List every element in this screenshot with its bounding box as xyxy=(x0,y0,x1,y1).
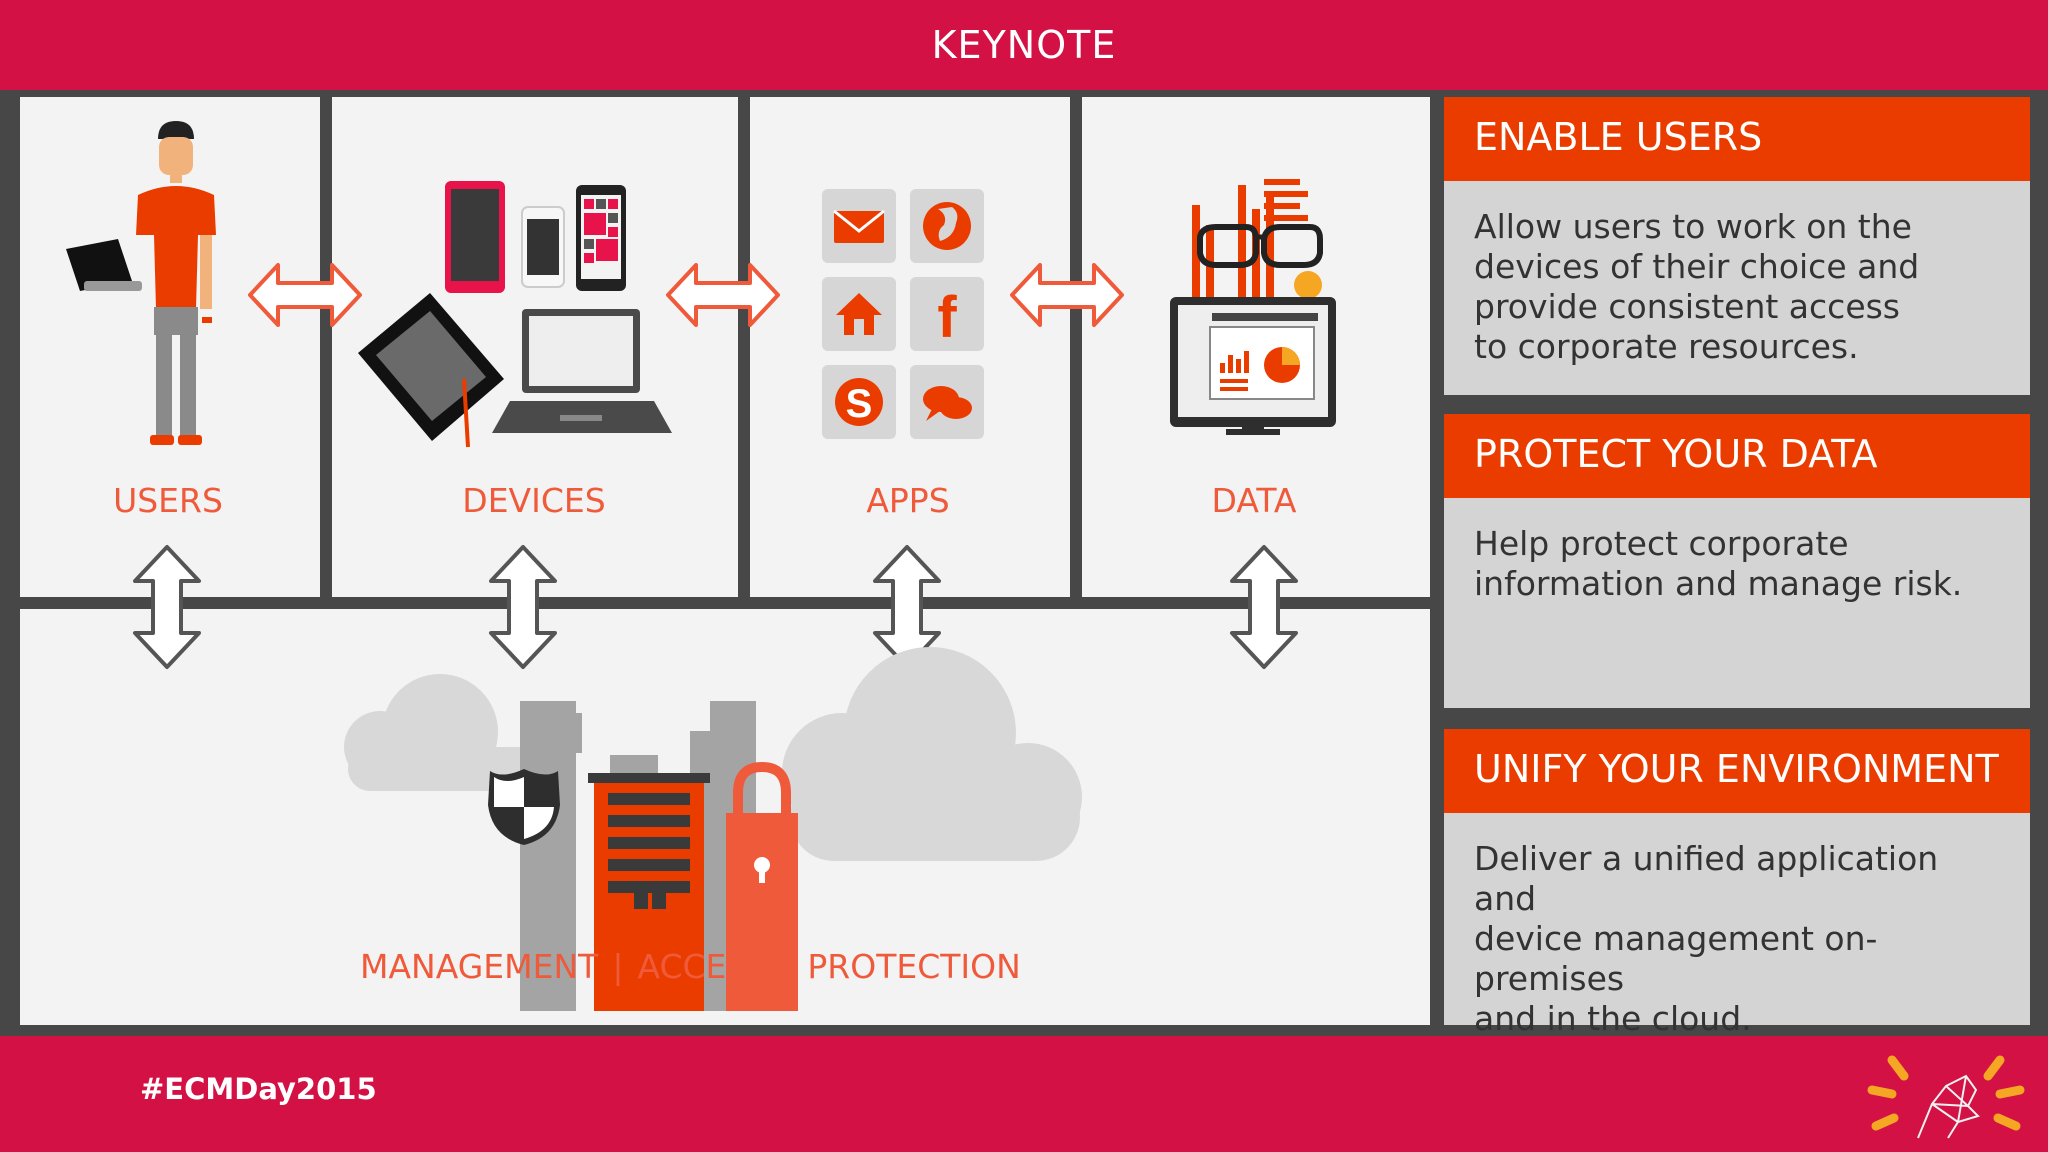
devices-icon xyxy=(358,181,672,448)
panel-body: Help protect corporate information and m… xyxy=(1444,498,2030,604)
panel-text-line: Allow users to work on the xyxy=(1474,207,1912,246)
separator: | xyxy=(612,947,624,986)
apps-icon-grid: f S xyxy=(822,189,984,439)
panel-text-line: and in the cloud. xyxy=(1474,999,1752,1038)
divider-1 xyxy=(320,97,332,603)
cloud-icon-right xyxy=(782,647,1082,861)
header-bar: KEYNOTE xyxy=(0,0,2048,90)
divider-horizontal xyxy=(20,597,1430,609)
cloud-icon xyxy=(344,674,548,791)
panel-protect-your-data: PROTECT YOUR DATA Help protect corporate… xyxy=(1444,414,2030,708)
panel-body: Allow users to work on the devices of th… xyxy=(1444,181,2030,367)
arrow-apps-data xyxy=(1010,263,1124,327)
panel-unify-your-environment: UNIFY YOUR ENVIRONMENT Deliver a unified… xyxy=(1444,729,2030,1038)
panel-text-line: information and manage risk. xyxy=(1474,564,1963,603)
divider-3 xyxy=(1070,97,1082,603)
panel-heading: PROTECT YOUR DATA xyxy=(1444,414,2030,498)
panel-heading: UNIFY YOUR ENVIRONMENT xyxy=(1444,729,2030,813)
panel-text-line: devices of their choice and xyxy=(1474,247,1920,286)
panel-enable-users: ENABLE USERS Allow users to work on the … xyxy=(1444,97,2030,395)
panel-heading: ENABLE USERS xyxy=(1444,97,2030,181)
separator: | xyxy=(782,947,794,986)
footer-bar: #ECMDay2015 xyxy=(0,1036,2048,1152)
svg-text:S: S xyxy=(846,382,873,426)
diagram-graphics: f S xyxy=(20,97,1430,1011)
label-protection: PROTECTION xyxy=(807,947,1021,986)
data-monitor-icon xyxy=(1170,179,1336,435)
arrow-devices-apps xyxy=(666,263,780,327)
event-hashtag: #ECMDay2015 xyxy=(140,1072,377,1106)
facebook-icon: f xyxy=(937,285,957,350)
shield-icon xyxy=(488,769,560,845)
user-with-laptop-icon xyxy=(66,121,216,445)
panel-text-line: provide consistent access xyxy=(1474,287,1901,326)
svg-text:f: f xyxy=(937,285,957,350)
mail-icon xyxy=(833,209,885,243)
panel-body: Deliver a unified application and device… xyxy=(1444,813,2030,1039)
skype-icon: S xyxy=(835,378,883,426)
globe-icon xyxy=(923,202,971,250)
column-label-data: DATA xyxy=(1211,481,1297,520)
column-label-users: USERS xyxy=(113,481,223,520)
sunburst-logo xyxy=(1867,1055,2025,1139)
label-management: MANAGEMENT xyxy=(360,947,599,986)
divider-2 xyxy=(738,97,750,603)
arrow-users-devices xyxy=(248,263,362,327)
column-label-apps: APPS xyxy=(866,481,950,520)
padlock-icon xyxy=(726,761,798,1011)
page-title: KEYNOTE xyxy=(931,23,1117,67)
panel-text-line: to corporate resources. xyxy=(1474,327,1859,366)
ecm-diagram: f S xyxy=(20,97,1430,1025)
column-label-devices: DEVICES xyxy=(462,481,606,520)
panel-text-line: device management on-premises xyxy=(1474,919,1878,998)
label-access: ACCESS xyxy=(637,947,769,986)
chat-icon xyxy=(923,386,972,421)
panel-text-line: Help protect corporate xyxy=(1474,524,1849,563)
home-icon xyxy=(836,293,882,335)
bottom-pillars-label: MANAGEMENT | ACCESS | PROTECTION xyxy=(360,947,1021,986)
panel-text-line: Deliver a unified application and xyxy=(1474,839,1939,918)
